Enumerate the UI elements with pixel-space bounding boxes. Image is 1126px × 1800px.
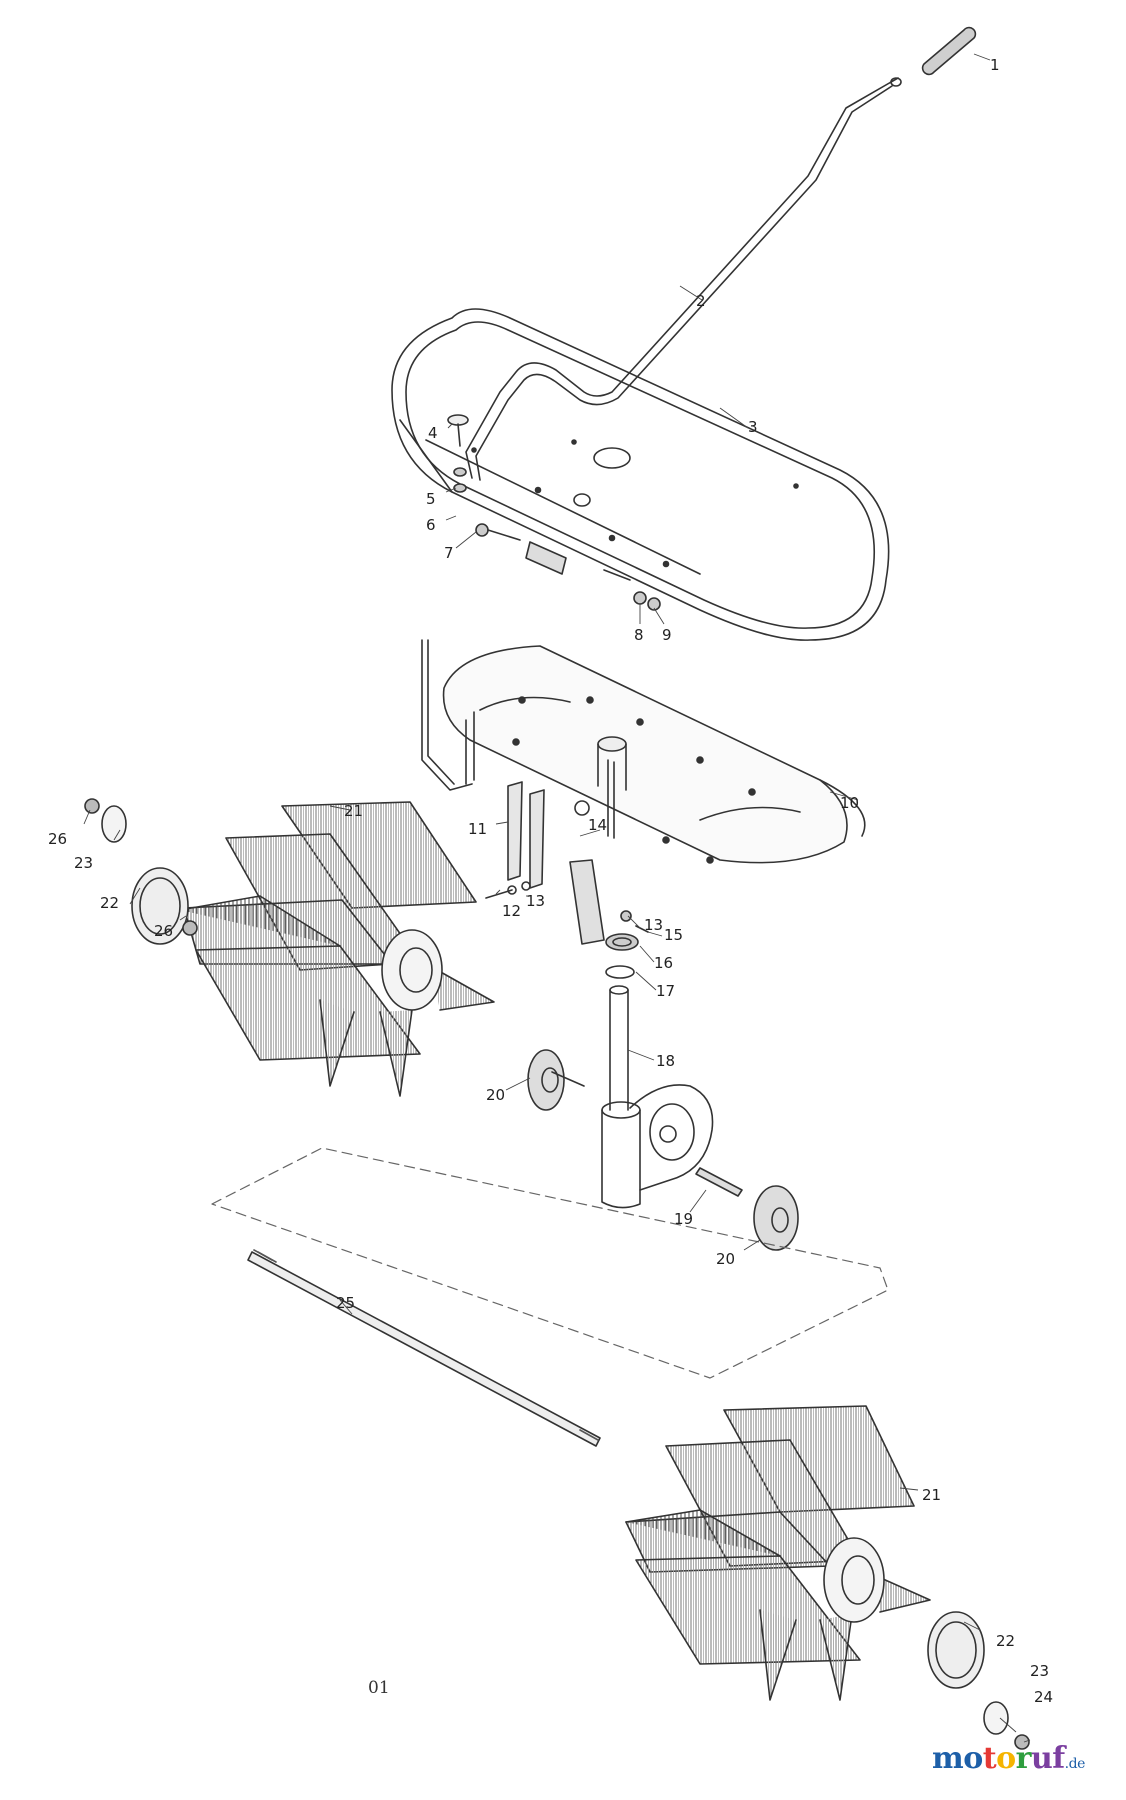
frame-fasteners-part	[447, 414, 661, 611]
callout-13a: 13	[526, 892, 545, 910]
callout-14: 14	[588, 816, 607, 834]
callout-4: 4	[428, 424, 438, 442]
axle-hub-part	[601, 985, 714, 1209]
pin-part	[695, 1167, 743, 1197]
callout-7: 7	[444, 544, 454, 562]
hub-right-part	[753, 1185, 799, 1251]
callout-24: 24	[1034, 1688, 1053, 1706]
callout-3: 3	[748, 418, 758, 436]
callout-22a: 22	[100, 894, 119, 912]
callout-1: 1	[990, 56, 1000, 74]
handle-bar-part	[465, 77, 902, 481]
motoruf-logo[interactable]: motoruf.de	[932, 1741, 1085, 1776]
callout-10: 10	[840, 794, 859, 812]
callout-21a: 21	[344, 802, 363, 820]
callout-13b: 13	[644, 916, 663, 934]
handle-grip-part	[921, 26, 977, 76]
disc-right-part	[927, 1611, 1030, 1750]
callout-25: 25	[336, 1294, 355, 1312]
reference-frame	[211, 1147, 889, 1379]
callout-21b: 21	[922, 1486, 941, 1504]
callout-9: 9	[662, 626, 672, 644]
callout-11: 11	[468, 820, 487, 838]
callout-26b: 26	[154, 922, 173, 940]
callout-19: 19	[674, 1210, 693, 1228]
callout-23a: 23	[74, 854, 93, 872]
brush-right-part	[625, 1405, 931, 1701]
callout-5: 5	[426, 490, 436, 508]
brush-housing-part	[421, 639, 866, 864]
callout-22b: 22	[996, 1632, 1015, 1650]
bracket-part	[485, 781, 649, 945]
callout-8: 8	[634, 626, 644, 644]
brush-left-part	[179, 801, 495, 1097]
disc-left-part	[84, 798, 198, 945]
diagram-footnote: 01	[368, 1678, 390, 1698]
callout-6: 6	[426, 516, 436, 534]
leader-lines	[83, 53, 1031, 1743]
callout-labels: 1 2 3 4 5 6 7 8 9 10 11 12 13 13 14 15 1…	[48, 56, 1053, 1706]
shaft-part	[247, 1249, 601, 1447]
bearing-part	[605, 933, 639, 979]
callout-20a: 20	[486, 1086, 505, 1104]
callout-18: 18	[656, 1052, 675, 1070]
callout-12: 12	[502, 902, 521, 920]
callout-2: 2	[696, 292, 706, 310]
callout-20b: 20	[716, 1250, 735, 1268]
hub-left-part	[527, 1049, 585, 1111]
callout-15: 15	[664, 926, 683, 944]
callout-23b: 23	[1030, 1662, 1049, 1680]
callout-17: 17	[656, 982, 675, 1000]
frame-part	[391, 308, 890, 641]
callout-16: 16	[654, 954, 673, 972]
callout-26a: 26	[48, 830, 67, 848]
